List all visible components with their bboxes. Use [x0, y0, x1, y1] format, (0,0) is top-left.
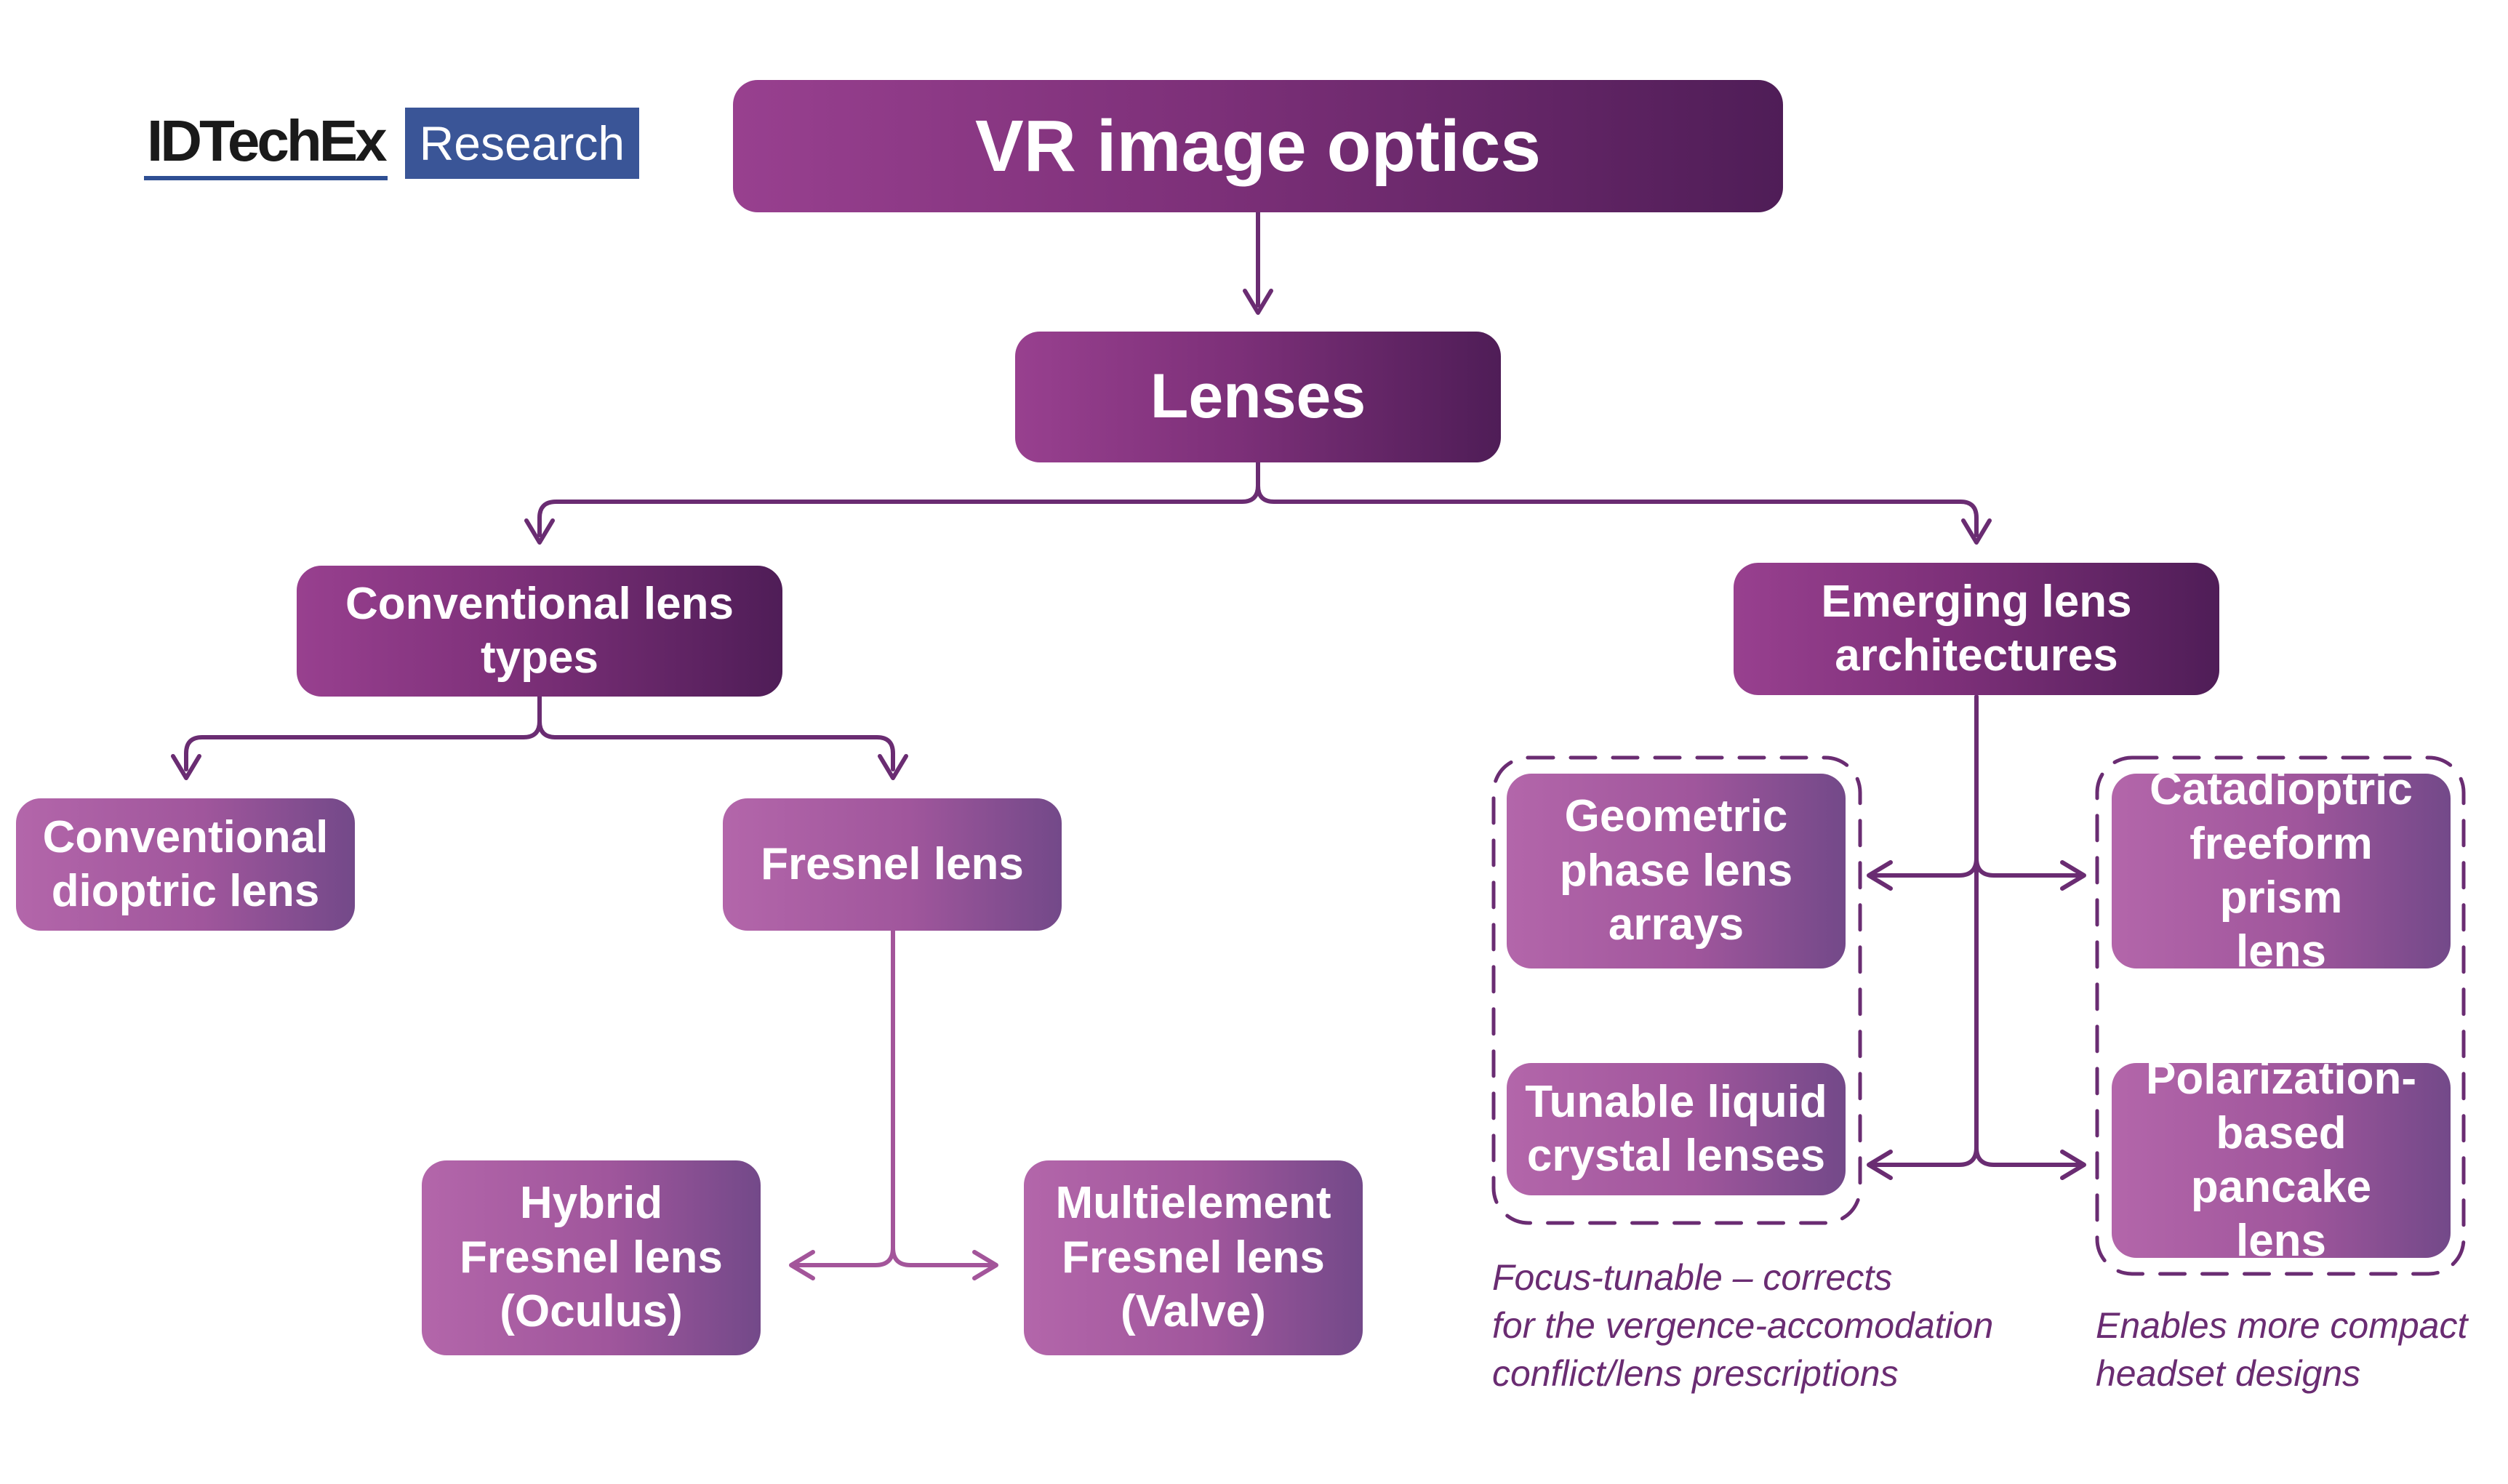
node-conventional-dioptric-lens: Conventional dioptric lens	[16, 798, 355, 931]
node-multielement-fresnel-lens: Multielement Fresnel lens (Valve)	[1024, 1160, 1363, 1355]
node-geometric-phase-lens-arrays: Geometric phase lens arrays	[1507, 774, 1846, 968]
logo-research-tag: Research	[404, 108, 640, 179]
note-compact-headset: Enables more compact headset designs	[2096, 1305, 2468, 1394]
idtechex-logo: IDTechEx Research	[144, 108, 640, 180]
node-vr-image-optics: VR image optics	[733, 80, 1783, 212]
node-tunable-liquid-crystal-lenses: Tunable liquid crystal lenses	[1507, 1063, 1846, 1195]
node-fresnel-lens: Fresnel lens	[723, 798, 1062, 931]
group-focus-tunable	[1491, 755, 1862, 1225]
arrowhead-to-fresnel	[878, 754, 908, 780]
connector-fresnel-split	[795, 928, 993, 1267]
arrowhead-to-emerging	[1961, 518, 1992, 545]
connector-conventional-split	[184, 694, 895, 771]
arrowhead-to-dioptric	[171, 754, 201, 780]
connector-emerging-upper	[1872, 856, 2080, 878]
group-compact	[2095, 755, 2466, 1276]
logo-wordmark: IDTechEx	[144, 108, 388, 180]
node-emerging-lens-architectures: Emerging lens architectures	[1734, 563, 2219, 695]
arrowhead-to-multielement	[972, 1250, 998, 1280]
node-hybrid-fresnel-lens: Hybrid Fresnel lens (Oculus)	[422, 1160, 761, 1355]
arrowhead-to-hybrid	[789, 1250, 815, 1280]
node-polarization-based-pancake-lens: Polarization- based pancake lens	[2112, 1054, 2451, 1266]
note-focus-tunable: Focus-tunable – corrects for the vergenc…	[1492, 1257, 1994, 1394]
arrowhead-to-geometric	[1867, 860, 1893, 891]
arrowhead-to-pancake	[2060, 1150, 2086, 1180]
connector-emerging-lower	[1872, 1145, 2080, 1167]
arrowhead-to-conventional	[524, 518, 555, 545]
connector-lenses-split	[537, 460, 1979, 537]
node-lenses: Lenses	[1015, 332, 1501, 462]
arrowhead-to-tunable	[1867, 1150, 1893, 1180]
node-catadioptric-freeform-prism-lens: Catadioptric freeform prism lens	[2112, 764, 2451, 976]
arrowhead-root-lenses	[1243, 289, 1273, 315]
node-conventional-lens-types: Conventional lens types	[297, 566, 782, 697]
arrowhead-to-catadioptric	[2060, 860, 2086, 891]
